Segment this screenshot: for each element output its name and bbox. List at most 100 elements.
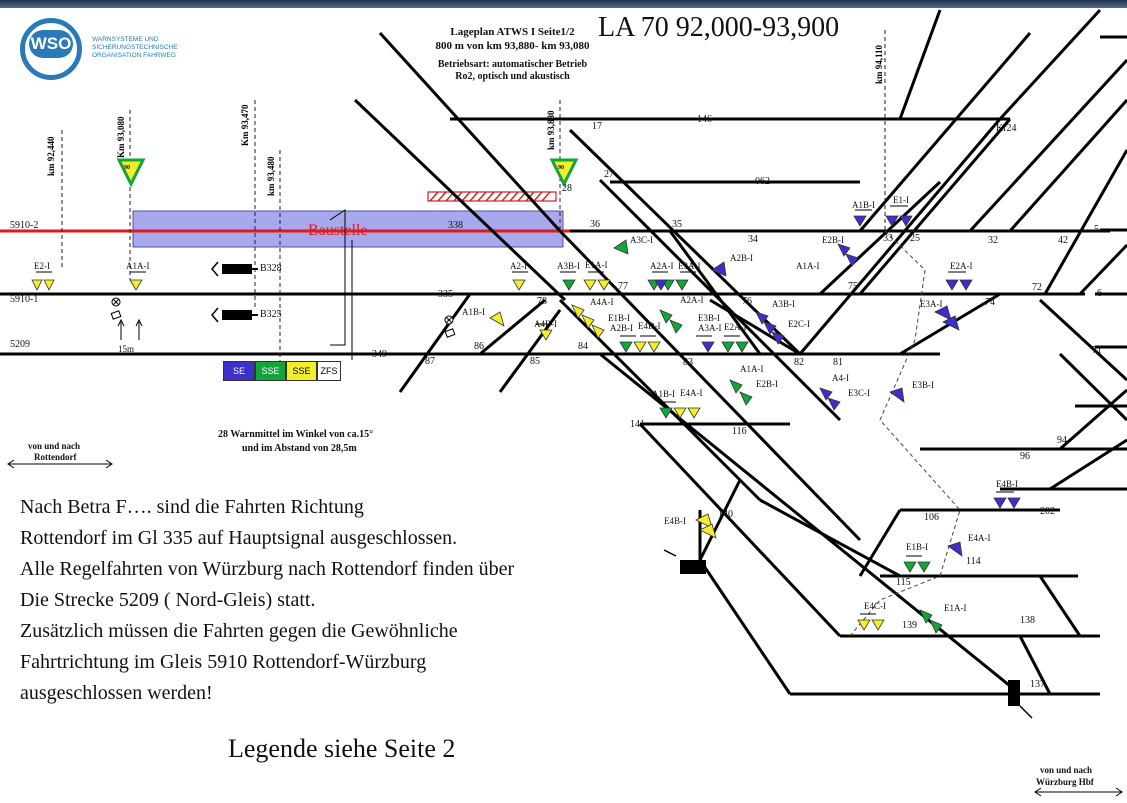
track-lines: [0, 8, 1127, 696]
track-label: 141: [630, 419, 645, 430]
track-label: 062: [755, 176, 770, 187]
signal-label: E3A-I: [920, 299, 943, 309]
track-label: 76: [742, 296, 752, 307]
signal-label: E4C-I: [864, 601, 886, 611]
track-label: 94: [1057, 435, 1067, 446]
signal-label: E3B-I: [698, 313, 720, 323]
track-label: 5910-2: [10, 220, 39, 231]
km-label: Km 93,470: [240, 104, 250, 147]
operational-note: Nach Betra F…. sind die Fahrten Richtung…: [20, 496, 515, 704]
signal-label: A4B-I: [534, 319, 557, 329]
track-label: 202: [1040, 506, 1055, 517]
signal-label: E4D-I: [638, 321, 661, 331]
logo-ring: [20, 18, 82, 80]
logo-text: WARNSYSTEME UND SICHERUNGSTECHNISCHE ORG…: [92, 36, 178, 60]
signal-badge-right: [549, 158, 579, 188]
track-label: 78: [537, 296, 547, 307]
track-label: 87: [425, 356, 435, 367]
signal-label: E1B-I: [608, 313, 630, 323]
track-label: 338: [448, 220, 463, 231]
track-label: 33: [883, 233, 893, 244]
signal-label: E1A-I: [944, 603, 967, 613]
signal-boards: [211, 261, 1033, 719]
board-label: B325: [260, 309, 282, 320]
signal-label: E4A-I: [680, 388, 703, 398]
signal-label: E3C-I: [848, 388, 870, 398]
track-label: 139: [902, 620, 917, 631]
signal-label: E2A-I: [724, 322, 747, 332]
track-label: 138: [1020, 615, 1035, 626]
wso-logo: WSO WARNSYSTEME UND SICHERUNGSTECHNISCHE…: [20, 18, 220, 88]
direction-left: von und nach: [28, 441, 81, 451]
track-label: 32: [988, 235, 998, 246]
km-label: Km 93,080: [116, 116, 126, 159]
signal-label: E2C-I: [788, 319, 810, 329]
signal-label: E4B-I: [664, 516, 686, 526]
signal-label: A4A-I: [590, 297, 614, 307]
track-label: 17: [592, 121, 602, 132]
equipment-sse-yellow: SSE: [286, 361, 317, 381]
signal-label: E1A-I: [585, 260, 608, 270]
equipment-se: SE: [223, 361, 255, 381]
signal-label: E2B-I: [822, 235, 844, 245]
track-label: 27: [604, 169, 614, 180]
track-label: 77: [618, 281, 628, 292]
signal-label: A2B-I: [610, 323, 633, 333]
cable-route: [849, 230, 961, 637]
track-label: 115: [896, 577, 911, 588]
signal-label: A3A-I: [698, 323, 722, 333]
legend-reference: Legende siehe Seite 2: [228, 734, 456, 763]
signal-label: A2A-I: [680, 295, 704, 305]
km-label: km 94,110: [874, 44, 884, 84]
construction-label: Baustelle: [308, 222, 368, 239]
signal-label: A1B-I: [852, 200, 875, 210]
track-label: 34: [748, 234, 758, 245]
signal-label: E3B-I: [912, 380, 934, 390]
track-label: 5: [1094, 224, 1099, 235]
logo-abbr: WSO: [29, 30, 73, 58]
signal-badge-text: 90: [558, 165, 564, 171]
signal-label: A1A-I: [126, 261, 150, 271]
track-label: 25: [910, 233, 920, 244]
equipment-zfs: ZFS: [317, 361, 341, 381]
signal-label: E2B-I: [756, 379, 778, 389]
km-label: km 93,880: [546, 110, 556, 150]
equipment-sse-green: SSE: [255, 361, 286, 381]
km-label: km 93,480: [266, 156, 276, 196]
track-label: 84: [578, 341, 588, 352]
plan-header: Lageplan ATWS I Seite1/2 800 m von km 93…: [435, 26, 590, 82]
signal-label: A2-I: [510, 261, 527, 271]
signal-label: E3A-I: [678, 261, 701, 271]
signal-label: A2A-I: [650, 261, 674, 271]
track-label: 114: [966, 556, 981, 567]
track-label: 137: [1030, 679, 1045, 690]
track-label: Kr24: [996, 123, 1017, 134]
window-top-bar: [0, 0, 1127, 8]
track-label: 5910-1: [10, 294, 39, 305]
track-label: 83: [683, 357, 693, 368]
direction-arrows: [7, 205, 1123, 797]
insulated-joints: [110, 297, 456, 338]
track-label: 28: [562, 183, 572, 194]
track-label: 86: [474, 341, 484, 352]
signal-label: A3B-I: [557, 261, 580, 271]
direction-right: Würzburg Hbf: [1036, 777, 1094, 787]
track-label: 71: [1092, 345, 1102, 356]
signal-badge-left: [116, 158, 146, 188]
signal-label: E2A-I: [950, 261, 973, 271]
km-label: km 92,440: [46, 136, 56, 176]
track-label: 81: [833, 357, 843, 368]
signal-label: A1B-I: [652, 389, 675, 399]
signal-label: A1A-I: [796, 261, 820, 271]
board-label: B328: [260, 263, 282, 274]
signal-label: A3C-I: [630, 235, 653, 245]
track-label: 74: [985, 297, 995, 308]
signal-badge-text: 90: [124, 165, 130, 171]
page-title: LA 70 92,000-93,900: [598, 12, 840, 43]
direction-right: von und nach: [1040, 765, 1093, 775]
direction-left: Rottendorf: [34, 452, 77, 462]
track-label: 146: [697, 114, 712, 125]
warn-note: 28 Warnmittel im Winkel von ca.15°: [218, 429, 374, 440]
